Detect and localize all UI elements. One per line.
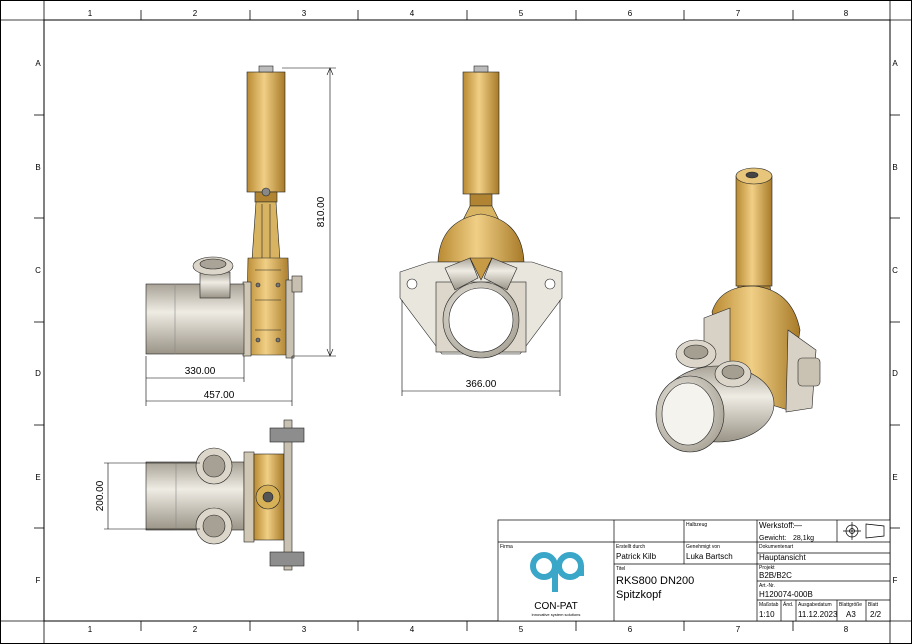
werkstoff-value: — [794, 521, 802, 530]
row-labels-left: A B C D E F [35, 59, 41, 585]
title-block-text: Halbzeug Werkstoff: — Gewicht: 28,1kg Fi… [500, 521, 882, 619]
blattgroesse-value: A3 [846, 610, 856, 619]
titel-label: Titel [616, 566, 625, 572]
projekt-label: Projekt [759, 565, 775, 571]
dimension-height: 810.00 [316, 196, 327, 227]
row-label: C [892, 266, 898, 275]
col-label: 8 [844, 9, 849, 18]
front-view [399, 65, 563, 359]
massstab-label: Maßstab [759, 602, 779, 608]
row-label: E [35, 473, 40, 482]
col-label: 5 [519, 625, 524, 634]
col-label: 6 [628, 625, 633, 634]
row-labels-right: A B C D E F [892, 59, 898, 585]
firma-label: Firma [500, 544, 513, 550]
side-view [145, 65, 303, 359]
row-label: F [36, 576, 41, 585]
isometric-view [655, 167, 821, 453]
col-label: 8 [844, 625, 849, 634]
top-view-dimensions [104, 462, 200, 530]
row-label: A [35, 59, 41, 68]
col-label: 4 [410, 9, 415, 18]
dimension-length-a: 330.00 [185, 366, 216, 377]
logo-text: CON-PAT [534, 601, 578, 612]
column-ticks [34, 10, 900, 631]
projekt-value: B2B/B2C [759, 571, 792, 580]
erstellt-value: Patrick Kilb [616, 552, 657, 561]
titel-line2: Spitzkopf [616, 589, 662, 601]
blatt-label: Blatt [868, 602, 879, 608]
row-label: D [35, 369, 41, 378]
col-label: 7 [736, 9, 741, 18]
side-view-dimensions [145, 67, 336, 406]
row-label: A [892, 59, 898, 68]
werkstoff-label: Werkstoff: [759, 521, 795, 530]
col-label: 7 [736, 625, 741, 634]
blatt-value: 2/2 [870, 610, 882, 619]
gewicht-label: Gewicht: [759, 535, 786, 542]
massstab-value: 1:10 [759, 610, 775, 619]
col-label: 6 [628, 9, 633, 18]
row-label: F [893, 576, 898, 585]
front-view-dimensions [401, 300, 561, 396]
column-labels-bottom: 1 2 3 4 5 6 7 8 [88, 625, 849, 634]
genehmigt-label: Genehmigt von [686, 544, 720, 550]
gewicht-value: 28,1kg [793, 535, 814, 542]
company-logo [530, 552, 584, 592]
col-label: 5 [519, 9, 524, 18]
ausgabedatum-label: Ausgabedatum [798, 602, 832, 608]
logo-tagline: innovative system solutions [532, 612, 581, 617]
row-label: C [35, 266, 41, 275]
col-label: 4 [410, 625, 415, 634]
col-label: 1 [88, 625, 93, 634]
titel-line1: RKS800 DN200 [616, 575, 694, 587]
halbzeug-label: Halbzeug [686, 522, 707, 528]
row-label: B [892, 163, 897, 172]
artnr-label: Art.-Nr. [759, 583, 775, 589]
blattgroesse-label: Blattgröße [839, 602, 862, 608]
erstellt-label: Erstellt durch [616, 544, 645, 550]
col-label: 3 [302, 9, 307, 18]
top-view [145, 419, 305, 571]
row-label: D [892, 369, 898, 378]
row-label: E [892, 473, 897, 482]
dokumentenart-label: Dokumentenart [759, 544, 794, 550]
col-label: 2 [193, 625, 198, 634]
artnr-value: H120074-000B [759, 590, 813, 599]
dimension-width: 366.00 [466, 379, 497, 390]
col-label: 2 [193, 9, 198, 18]
ausgabedatum-value: 11.12.2023 [798, 610, 838, 619]
dokumentenart-value: Hauptansicht [759, 553, 806, 562]
dimension-spacing: 200.00 [95, 480, 106, 511]
projection-symbol-icon [843, 522, 885, 540]
genehmigt-value: Luka Bartsch [686, 552, 733, 561]
col-label: 3 [302, 625, 307, 634]
column-labels-top: 1 2 3 4 5 6 7 8 [88, 9, 849, 18]
dimension-length-b: 457.00 [204, 390, 235, 401]
col-label: 1 [88, 9, 93, 18]
row-label: B [35, 163, 40, 172]
aend-label: Änd. [783, 601, 793, 608]
